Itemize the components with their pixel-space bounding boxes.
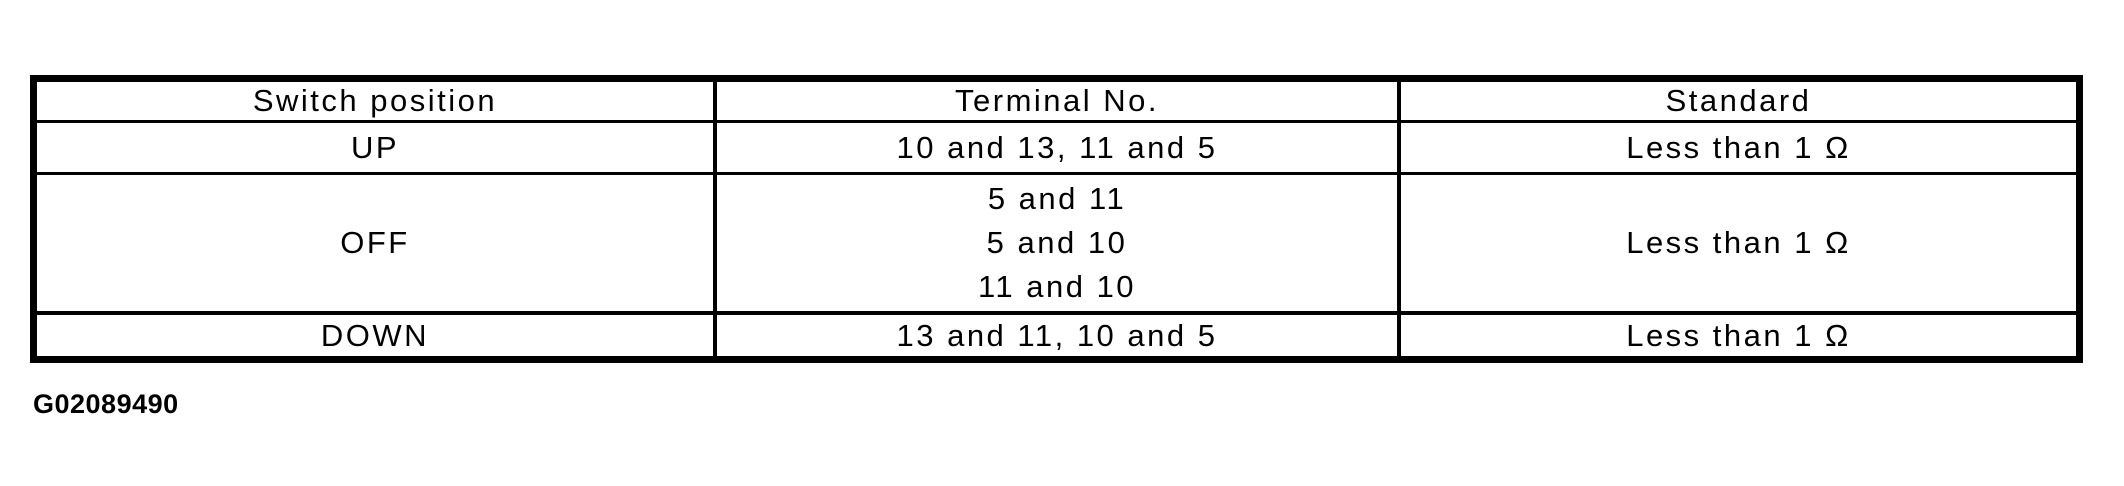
switch-continuity-table: Switch position Terminal No. Standard UP… <box>30 75 2083 363</box>
figure-code: G02089490 <box>33 389 179 419</box>
up-terminal-no-value: 10 and 13, 11 and 5 <box>896 129 1218 165</box>
off-terminal-pair-1: 5 and 11 <box>987 181 1127 216</box>
cell-up-switch-position: UP <box>37 123 717 175</box>
cell-off-terminal-no: 5 and 11 5 and 10 11 and 10 <box>717 175 1401 315</box>
cell-down-switch-position: DOWN <box>37 315 717 356</box>
header-standard-label: Standard <box>1665 83 1812 119</box>
off-switch-position-value: OFF <box>340 225 410 261</box>
header-cell-standard: Standard <box>1401 82 2076 123</box>
cell-up-standard: Less than 1 Ω <box>1401 123 2076 175</box>
header-switch-position-label: Switch position <box>252 83 498 119</box>
off-terminal-pair-3: 11 and 10 <box>977 269 1137 304</box>
cell-down-standard: Less than 1 Ω <box>1401 315 2076 356</box>
header-cell-switch-position: Switch position <box>37 82 717 123</box>
off-terminal-no-list: 5 and 11 5 and 10 11 and 10 <box>978 177 1136 309</box>
up-standard-value: Less than 1 Ω <box>1626 129 1851 165</box>
header-cell-terminal-no: Terminal No. <box>717 82 1401 123</box>
header-terminal-no-label: Terminal No. <box>955 83 1159 119</box>
down-switch-position-value: DOWN <box>320 317 430 353</box>
cell-up-terminal-no: 10 and 13, 11 and 5 <box>717 123 1401 175</box>
cell-down-terminal-no: 13 and 11, 10 and 5 <box>717 315 1401 356</box>
down-terminal-no-value: 13 and 11, 10 and 5 <box>896 317 1218 353</box>
cell-off-switch-position: OFF <box>37 175 717 315</box>
off-terminal-pair-2: 5 and 10 <box>986 225 1128 260</box>
off-standard-value: Less than 1 Ω <box>1626 225 1851 261</box>
down-standard-value: Less than 1 Ω <box>1626 317 1851 353</box>
cell-off-standard: Less than 1 Ω <box>1401 175 2076 315</box>
up-switch-position-value: UP <box>350 129 400 165</box>
